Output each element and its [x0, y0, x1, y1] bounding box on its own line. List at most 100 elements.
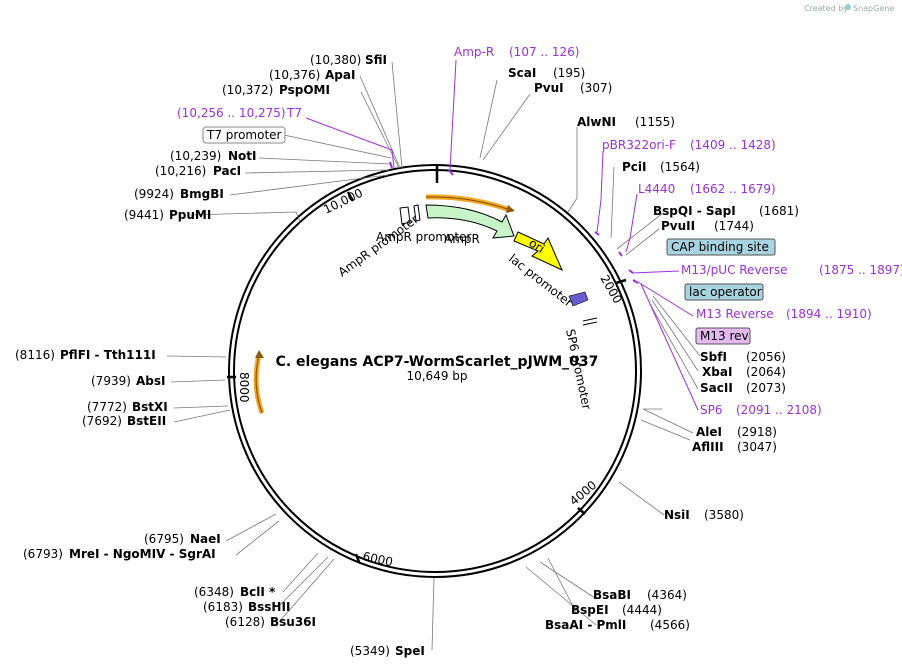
orf-arrow-left	[255, 350, 264, 358]
svg-text:(10,216): (10,216)	[155, 164, 206, 178]
leader-lines	[166, 61, 701, 651]
svg-text:(10,239): (10,239)	[170, 149, 221, 163]
site-ppumi: (9441) PpuMI	[124, 208, 211, 222]
svg-text:AflIII: AflIII	[692, 440, 724, 454]
svg-text:(307): (307)	[580, 81, 612, 95]
feature-track	[253, 194, 598, 414]
site-spei: (5349) SpeI	[350, 644, 425, 658]
svg-text:PacI: PacI	[213, 164, 241, 178]
svg-text:AleI: AleI	[696, 425, 722, 439]
primer-l4440: L4440 (1662 .. 1679)	[638, 182, 776, 196]
svg-text:(4364): (4364)	[647, 588, 687, 602]
sp6-promoter-feature	[582, 317, 598, 322]
site-afliii: AflIII (3047)	[692, 440, 777, 454]
svg-text:XbaI: XbaI	[702, 365, 732, 379]
orf-arc-top-line	[425, 196, 511, 211]
svg-text:Bsu36I: Bsu36I	[270, 615, 316, 629]
svg-text:(1409 .. 1428): (1409 .. 1428)	[690, 138, 776, 152]
tick-6000: 6000	[361, 549, 394, 569]
svg-text:(195): (195)	[553, 66, 585, 80]
svg-text:BspEI: BspEI	[571, 603, 609, 617]
site-bsshii: (6183) BssHII	[203, 600, 290, 614]
site-paci: (10,216) PacI	[155, 164, 241, 178]
svg-text:T7 promoter: T7 promoter	[206, 128, 282, 142]
svg-text:Amp-R: Amp-R	[454, 45, 494, 59]
ampr-label: AmpR	[444, 232, 480, 246]
site-bsu36i: (6128) Bsu36I	[225, 615, 316, 629]
svg-text:ScaI: ScaI	[508, 66, 536, 80]
site-pvui: PvuI (307)	[534, 81, 612, 95]
svg-text:(5349): (5349)	[350, 644, 390, 658]
tick-8000: 8000	[237, 372, 251, 403]
svg-text:(9441): (9441)	[124, 208, 164, 222]
svg-text:T7: T7	[286, 106, 302, 120]
ampr-promoter-feature	[399, 206, 411, 225]
lac-operator-box: lac operator	[684, 283, 764, 301]
site-noti: (10,239) NotI	[170, 149, 257, 163]
primer-marks	[389, 161, 639, 284]
site-sfii: (10,380) SfiI	[310, 53, 387, 67]
svg-text:(2918): (2918)	[737, 425, 777, 439]
svg-text:M13 rev: M13 rev	[700, 329, 749, 343]
brand-text: SnapGene	[853, 4, 894, 13]
svg-text:(10,380): (10,380)	[310, 53, 361, 67]
svg-text:BstXI: BstXI	[132, 400, 168, 414]
svg-text:BspQI - SapI: BspQI - SapI	[653, 204, 736, 218]
primer-lines	[305, 59, 699, 411]
tick-10000: 10,000	[321, 186, 365, 217]
svg-text:PvuI: PvuI	[534, 81, 564, 95]
site-alwni: AlwNI (1155)	[577, 115, 675, 129]
primer-t7: (10,256 .. 10,275) T7	[177, 106, 302, 120]
ori-feature	[513, 231, 563, 272]
svg-text:MreI - NgoMIV - SgrAI: MreI - NgoMIV - SgrAI	[69, 547, 216, 561]
svg-text:NotI: NotI	[228, 149, 257, 163]
svg-text:(9924): (9924)	[134, 187, 174, 201]
svg-text:(3580): (3580)	[704, 508, 744, 522]
site-apai: (10,376) ApaI	[269, 68, 355, 82]
svg-text:(6795): (6795)	[144, 532, 184, 546]
svg-text:BsaAI - PmlI: BsaAI - PmlI	[545, 618, 626, 632]
svg-text:NsiI: NsiI	[664, 508, 690, 522]
svg-text:lac operator: lac operator	[689, 285, 762, 299]
svg-text:(4566): (4566)	[650, 618, 690, 632]
svg-text:PpuMI: PpuMI	[169, 208, 211, 222]
svg-text:BsaBI: BsaBI	[593, 588, 631, 602]
primer-amp-r: Amp-R (107 .. 126)	[454, 45, 579, 59]
site-pflfi: (8116) PflFI - Tth111I	[15, 348, 156, 362]
svg-text:(4444): (4444)	[622, 603, 662, 617]
svg-text:BmgBI: BmgBI	[180, 187, 224, 201]
site-bsaai: BsaAI - PmlI (4566)	[545, 618, 690, 632]
svg-text:SP6: SP6	[700, 403, 723, 417]
plasmid-size: 10,649 bp	[406, 369, 467, 383]
svg-text:CAP binding site: CAP binding site	[671, 240, 769, 254]
site-bspei: BspEI (4444)	[571, 603, 662, 617]
svg-text:BclI *: BclI *	[240, 585, 276, 599]
svg-text:M13 Reverse: M13 Reverse	[696, 307, 774, 321]
svg-text:(6348): (6348)	[194, 585, 234, 599]
site-sbfi: SbfI (2056)	[700, 350, 786, 364]
svg-text:(7692): (7692)	[82, 414, 122, 428]
svg-text:(6128): (6128)	[225, 615, 265, 629]
ampr-promoter-label-rot: AmpR promoter	[336, 212, 421, 279]
svg-text:(7772): (7772)	[87, 400, 127, 414]
site-sacii: SacII (2073)	[700, 381, 786, 395]
svg-text:(10,372): (10,372)	[222, 83, 273, 97]
svg-text:ApaI: ApaI	[325, 68, 355, 82]
svg-text:(10,256 .. 10,275): (10,256 .. 10,275)	[177, 106, 286, 120]
lac-promoter-feature	[568, 291, 589, 307]
svg-text:SpeI: SpeI	[395, 644, 425, 658]
svg-text:(2091 .. 2108): (2091 .. 2108)	[736, 403, 822, 417]
primer-m13-puc-reverse: M13/pUC Reverse (1875 .. 1897)	[681, 263, 902, 277]
svg-text:(2056): (2056)	[746, 350, 786, 364]
primer-m13-reverse: M13 Reverse (1894 .. 1910)	[696, 307, 872, 321]
svg-text:M13/pUC Reverse: M13/pUC Reverse	[681, 263, 788, 277]
t7-promoter-box: T7 promoter	[202, 126, 286, 144]
primer-sp6: SP6 (2091 .. 2108)	[700, 403, 822, 417]
svg-text:SfiI: SfiI	[365, 53, 387, 67]
svg-text:(8116): (8116)	[15, 348, 55, 362]
svg-text:(1744): (1744)	[714, 219, 754, 233]
site-pspomi: (10,372) PspOMI	[222, 83, 330, 97]
site-scai: ScaI (195)	[508, 66, 585, 80]
svg-text:(1894 .. 1910): (1894 .. 1910)	[786, 307, 872, 321]
